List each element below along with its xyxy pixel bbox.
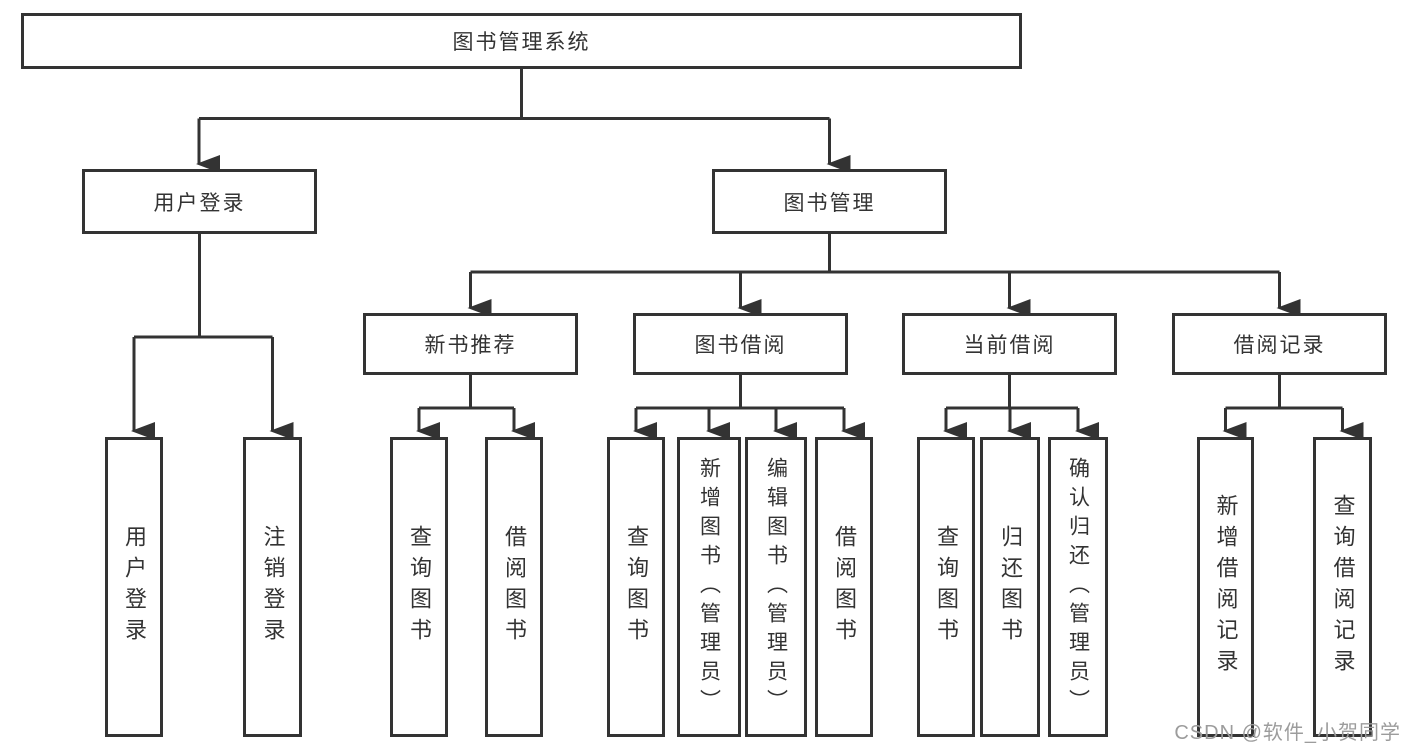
node-leaf-borrow-book-1: 借阅图书 (485, 437, 543, 737)
node-label: 归还图书 (998, 525, 1023, 649)
node-label: 借阅记录 (1233, 334, 1326, 357)
node-book-management: 图书管理 (712, 169, 947, 234)
node-label: 借阅图书 (832, 525, 857, 649)
node-label: 借阅图书 (502, 525, 527, 649)
node-new-book-recommend: 新书推荐 (363, 313, 578, 375)
node-leaf-query-book-1: 查询图书 (390, 437, 448, 737)
node-label: 图书管理 (783, 191, 876, 215)
node-leaf-logout: 注销登录 (243, 437, 302, 737)
node-label: 图书管理系统 (452, 31, 591, 54)
node-label: 编辑图书（管理员） (764, 456, 788, 718)
node-label: 确认归还（管理员） (1066, 456, 1090, 718)
node-leaf-query-book-3: 查询图书 (917, 437, 975, 737)
node-leaf-return-book: 归还图书 (980, 437, 1040, 737)
node-leaf-user-login: 用户登录 (105, 437, 163, 737)
node-leaf-add-book: 新增图书（管理员） (677, 437, 741, 737)
node-root-library-system: 图书管理系统 (21, 13, 1022, 69)
node-label: 查询图书 (407, 525, 432, 649)
node-label: 图书借阅 (694, 334, 787, 357)
csdn-watermark: CSDN @软件_小贺同学 (1174, 722, 1401, 744)
node-leaf-query-book-2: 查询图书 (607, 437, 665, 737)
node-label: 用户登录 (153, 191, 246, 215)
node-label: 当前借阅 (963, 334, 1056, 357)
node-label: 用户登录 (122, 525, 147, 649)
node-leaf-edit-book: 编辑图书（管理员） (745, 437, 807, 737)
node-user-login: 用户登录 (82, 169, 317, 234)
node-current-borrow: 当前借阅 (902, 313, 1117, 375)
node-label: 新增图书（管理员） (697, 456, 721, 718)
node-label: 查询图书 (624, 525, 649, 649)
node-leaf-query-borrow-record: 查询借阅记录 (1313, 437, 1372, 737)
node-leaf-borrow-book-2: 借阅图书 (815, 437, 873, 737)
node-label: 查询借阅记录 (1330, 494, 1356, 680)
node-label: 新增借阅记录 (1213, 494, 1239, 680)
node-borrow-records: 借阅记录 (1172, 313, 1387, 375)
node-book-borrow: 图书借阅 (633, 313, 848, 375)
node-leaf-confirm-return: 确认归还（管理员） (1048, 437, 1108, 737)
node-label: 查询图书 (934, 525, 959, 649)
node-label: 新书推荐 (424, 334, 517, 357)
node-label: 注销登录 (260, 525, 286, 649)
node-leaf-add-borrow-record: 新增借阅记录 (1197, 437, 1254, 737)
